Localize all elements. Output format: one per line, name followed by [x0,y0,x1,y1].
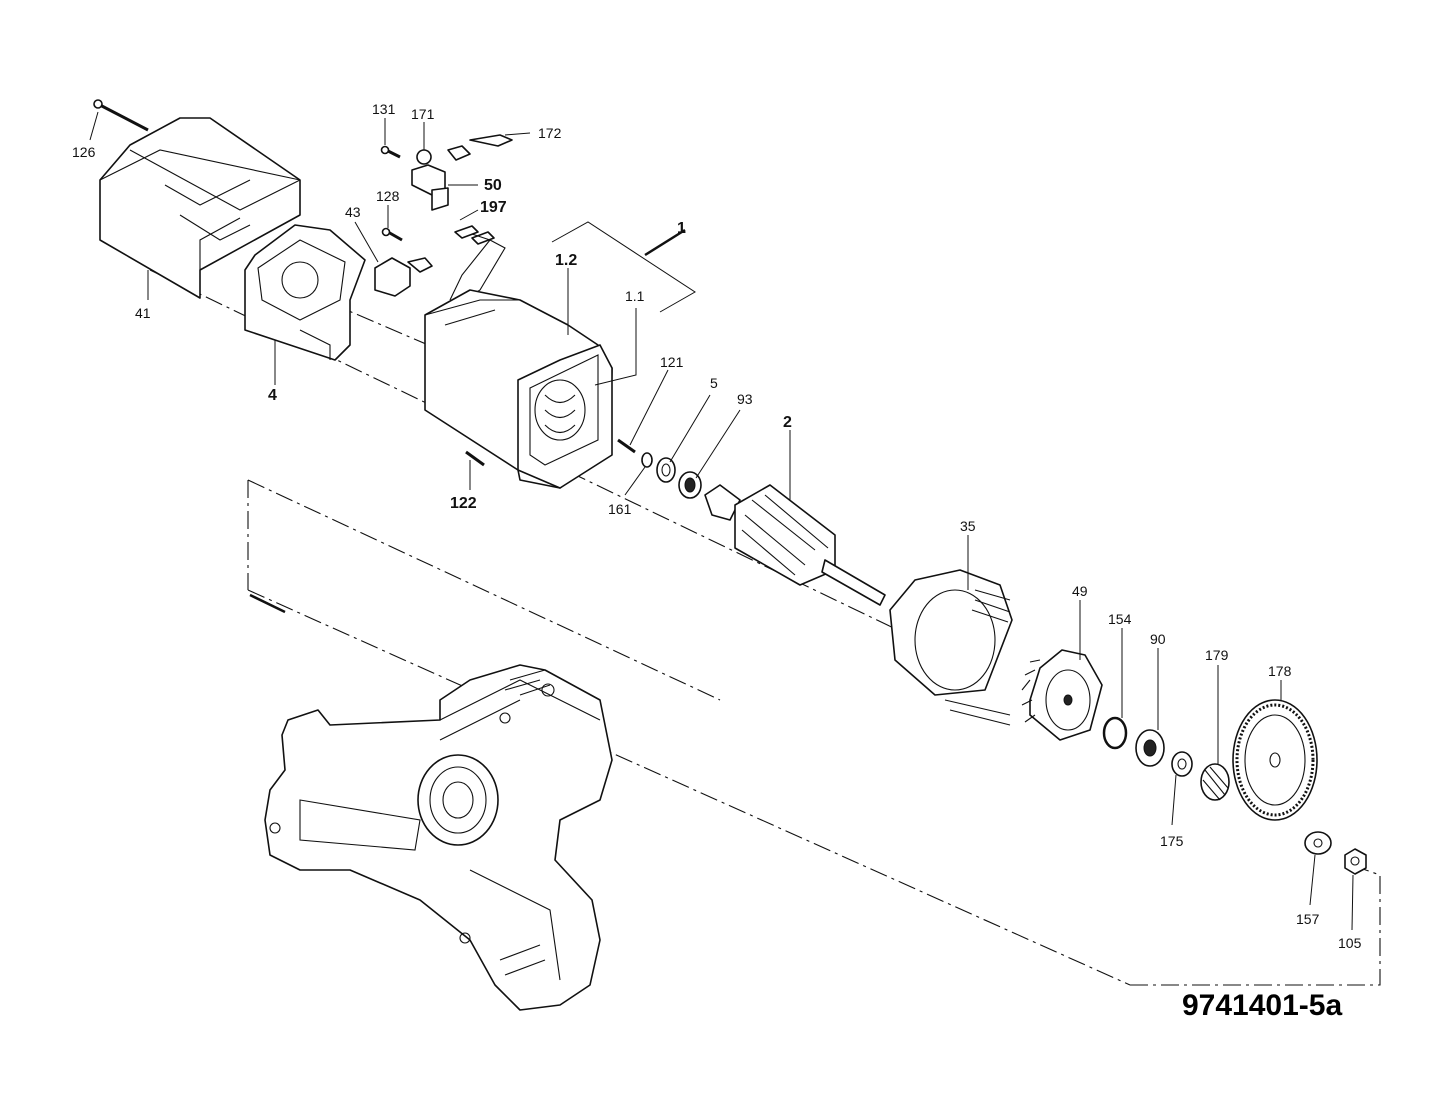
part-93-bearing [678,471,702,499]
part-172-brush [447,134,513,161]
label-4: 4 [268,387,277,404]
part-154-retaining-ring [1102,716,1128,750]
label-178: 178 [1268,663,1292,679]
label-175: 175 [1160,833,1184,849]
label-43: 43 [345,204,361,220]
part-128-screw [381,227,403,242]
drawing-number: 9741401-5a [1182,989,1342,1022]
label-157: 157 [1296,911,1320,927]
part-4-brush-plate [244,224,366,361]
label-122: 122 [450,495,477,512]
part-161-washer [641,452,653,468]
label-172: 172 [538,125,562,141]
label-93: 93 [737,391,753,407]
part-1-2-stator-housing [424,289,613,489]
part-labels: 126 41 4 43 131 171 172 50 128 197 1 1.2… [72,101,1362,951]
part-5-bearing-holder [656,457,676,483]
label-1-1: 1.1 [625,288,645,304]
label-154: 154 [1108,611,1132,627]
label-50: 50 [484,177,502,194]
part-43-clip [374,257,433,297]
label-1-2: 1.2 [555,252,577,269]
label-197: 197 [480,199,507,216]
part-131-screw [380,145,401,159]
label-121: 121 [660,354,684,370]
part-105-nut [1344,848,1367,875]
part-175-washer [1171,751,1193,777]
part-50-brush-holder [411,164,449,211]
label-171: 171 [411,106,435,122]
label-105: 105 [1338,935,1362,951]
label-49: 49 [1072,583,1088,599]
label-126: 126 [72,144,96,160]
part-122-screw [465,450,485,467]
label-5: 5 [710,375,718,391]
part-121-screw [617,438,636,454]
label-2: 2 [783,414,792,431]
part-171-spring [416,149,432,165]
part-126-screw [93,99,149,132]
part-35-fan-housing [889,569,1013,726]
part-90-bearing [1135,729,1165,767]
part-41-cover [99,117,301,299]
part-178-bevel-gear [1232,699,1318,821]
part-49-fan [1021,649,1103,741]
label-1: 1 [677,220,686,237]
part-157-washer [1304,831,1332,855]
label-35: 35 [960,518,976,534]
assembly-outline [149,269,1381,986]
label-179: 179 [1205,647,1229,663]
label-41: 41 [135,305,151,321]
label-90: 90 [1150,631,1166,647]
label-131: 131 [372,101,396,117]
gear-housing [264,664,613,1011]
label-161: 161 [608,501,632,517]
part-2-armature [704,484,886,606]
part-179-pinion [1200,763,1230,801]
leader-lines [89,111,1354,931]
label-128: 128 [376,188,400,204]
